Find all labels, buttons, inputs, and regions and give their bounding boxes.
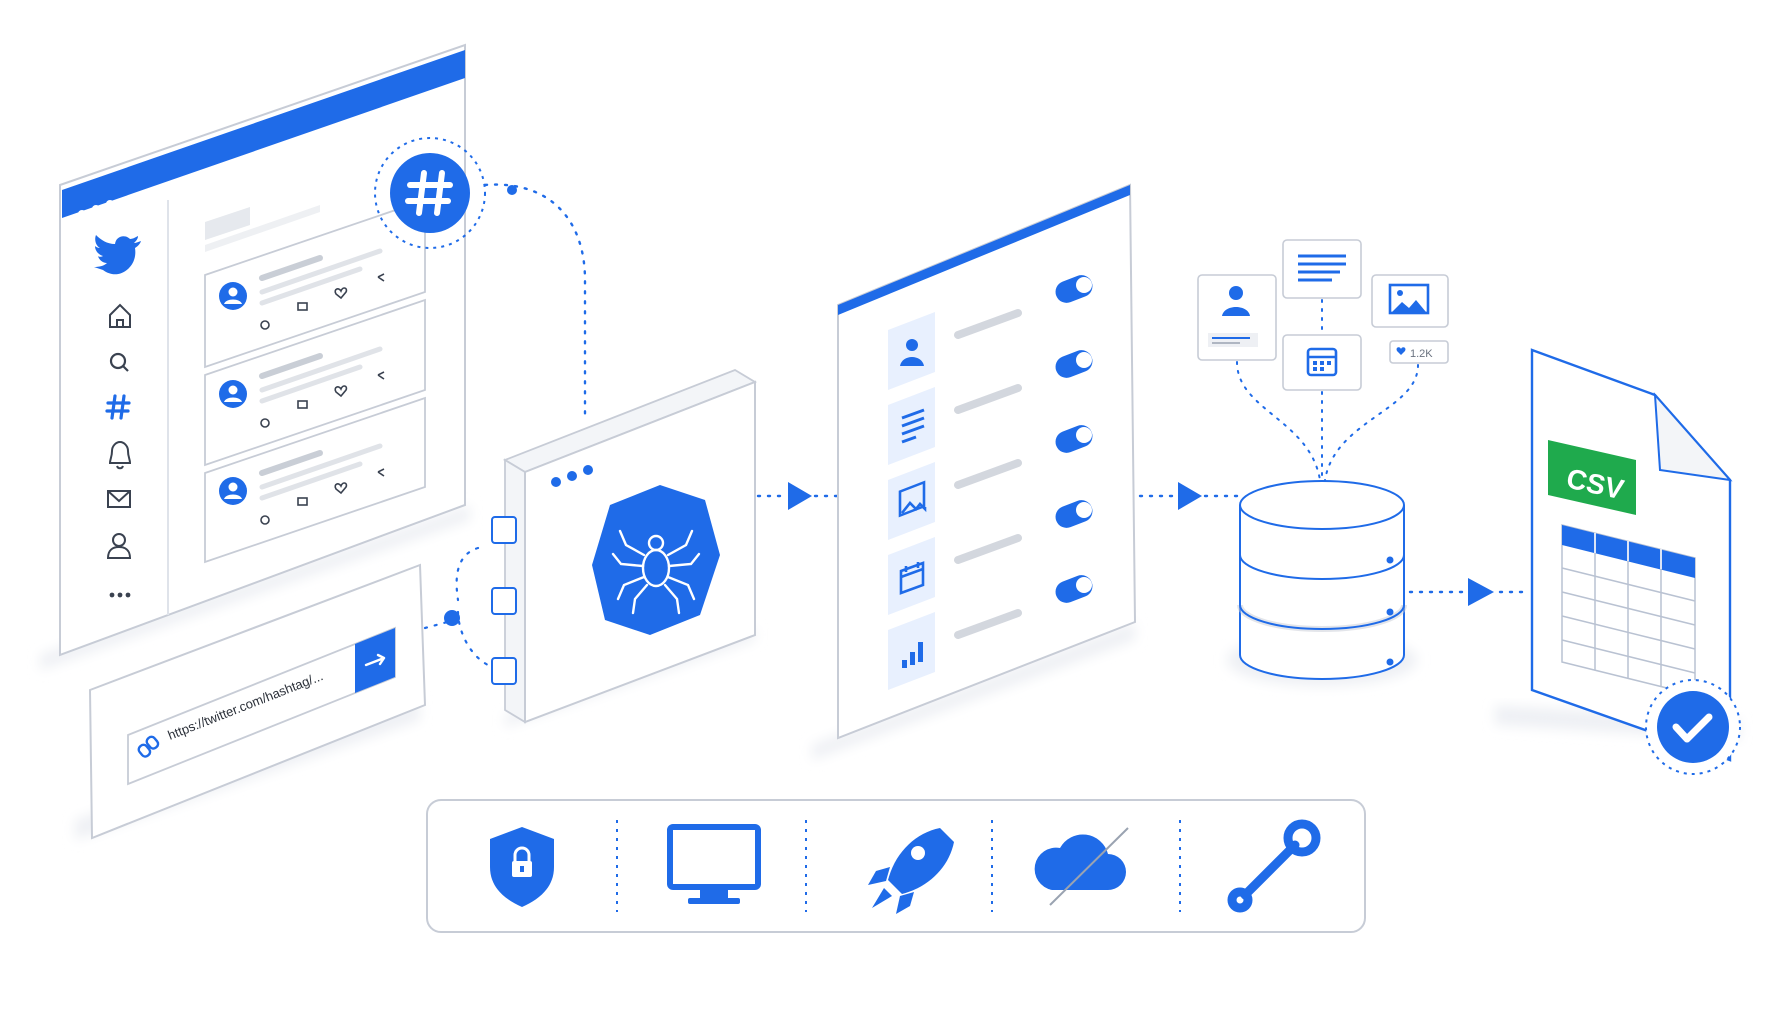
like-icon[interactable] (334, 287, 348, 300)
like-icon[interactable] (334, 385, 348, 398)
hashtag-icon[interactable] (105, 394, 131, 420)
browser-title-bar (62, 50, 465, 218)
like-icon[interactable] (334, 482, 348, 495)
reply-icon[interactable] (260, 418, 270, 428)
share-icon[interactable] (377, 273, 385, 282)
rocket-icon (868, 828, 954, 914)
reply-icon[interactable] (260, 515, 270, 525)
field-row-engagement[interactable] (888, 572, 1096, 690)
user-card-icon (1222, 286, 1250, 316)
user-icon (900, 339, 924, 366)
search-icon[interactable] (109, 352, 129, 372)
csv-badge: CSV (1548, 440, 1636, 515)
twitter-bird-icon[interactable] (94, 235, 141, 275)
chart-icon (902, 642, 923, 668)
panel-header-bar (838, 185, 1130, 315)
browser-window (40, 43, 470, 670)
text-card-icon (1298, 254, 1346, 282)
ports (491, 516, 517, 685)
calendar-card-icon (1306, 347, 1338, 377)
field-row-text[interactable] (888, 347, 1096, 465)
more-icon[interactable] (109, 592, 131, 598)
url-input-panel: https://twitter.com/hashtag/... (75, 563, 427, 840)
retweet-icon[interactable] (297, 302, 308, 311)
connector-hashtag-to-scraper (483, 183, 587, 422)
flow-arrow (1138, 482, 1242, 510)
field-toggle[interactable] (1052, 497, 1095, 531)
data-fields-panel (812, 183, 1137, 760)
field-row-date[interactable] (888, 497, 1096, 615)
monitor-icon (667, 824, 761, 904)
share-icon[interactable] (377, 468, 385, 477)
mail-icon[interactable] (107, 490, 131, 508)
tweet-card[interactable] (204, 396, 426, 564)
tweet-card[interactable] (204, 198, 426, 369)
field-toggle[interactable] (1052, 422, 1095, 456)
spreadsheet-grid (1561, 524, 1696, 696)
window-controls (551, 465, 593, 487)
image-card-icon (1388, 283, 1430, 315)
check-badge (1645, 679, 1741, 775)
text-icon (901, 408, 925, 444)
field-toggle[interactable] (1052, 572, 1095, 606)
floating-data-cards: 1.2K (1197, 239, 1449, 481)
hashtag-badge-icon (405, 170, 453, 216)
text-card (1282, 239, 1362, 299)
bell-icon[interactable] (108, 440, 132, 470)
scraper-engine (491, 369, 758, 727)
share-icon[interactable] (377, 371, 385, 380)
like-small-icon (1396, 347, 1406, 355)
spider-icon (611, 529, 701, 615)
profile-icon[interactable] (106, 533, 132, 559)
engagement-count: 1.2K (1410, 348, 1433, 360)
image-card (1371, 274, 1449, 328)
arrow-right-icon (364, 653, 386, 667)
retweet-icon[interactable] (297, 497, 308, 506)
engagement-chip: 1.2K (1389, 340, 1449, 364)
user-card (1197, 274, 1277, 361)
feature-bar (426, 799, 1366, 933)
connector-url-to-scraper (423, 546, 497, 670)
database-icon (1227, 480, 1417, 686)
field-row-user[interactable] (888, 272, 1096, 390)
calendar-icon (899, 561, 925, 595)
home-icon[interactable] (109, 303, 131, 328)
shield-lock-icon (490, 827, 554, 907)
spider-badge (592, 485, 720, 635)
checkmark-icon (1672, 713, 1713, 743)
link-icon (137, 735, 160, 758)
field-row-image[interactable] (888, 422, 1096, 540)
calendar-card (1282, 334, 1362, 391)
flow-arrow (1408, 578, 1532, 606)
window-controls (78, 200, 114, 218)
tweet-card[interactable] (204, 298, 426, 467)
retweet-icon[interactable] (297, 400, 308, 409)
flow-arrow (756, 482, 840, 510)
cloud-icon (1034, 827, 1129, 906)
field-toggle[interactable] (1052, 272, 1095, 306)
card-connectors (1236, 299, 1419, 481)
reply-icon[interactable] (260, 320, 270, 330)
wrench-icon (1227, 819, 1321, 913)
hashtag-badge (374, 137, 486, 249)
field-toggle[interactable] (1052, 347, 1095, 381)
image-icon (898, 480, 927, 518)
csv-file: CSV (1495, 348, 1741, 775)
